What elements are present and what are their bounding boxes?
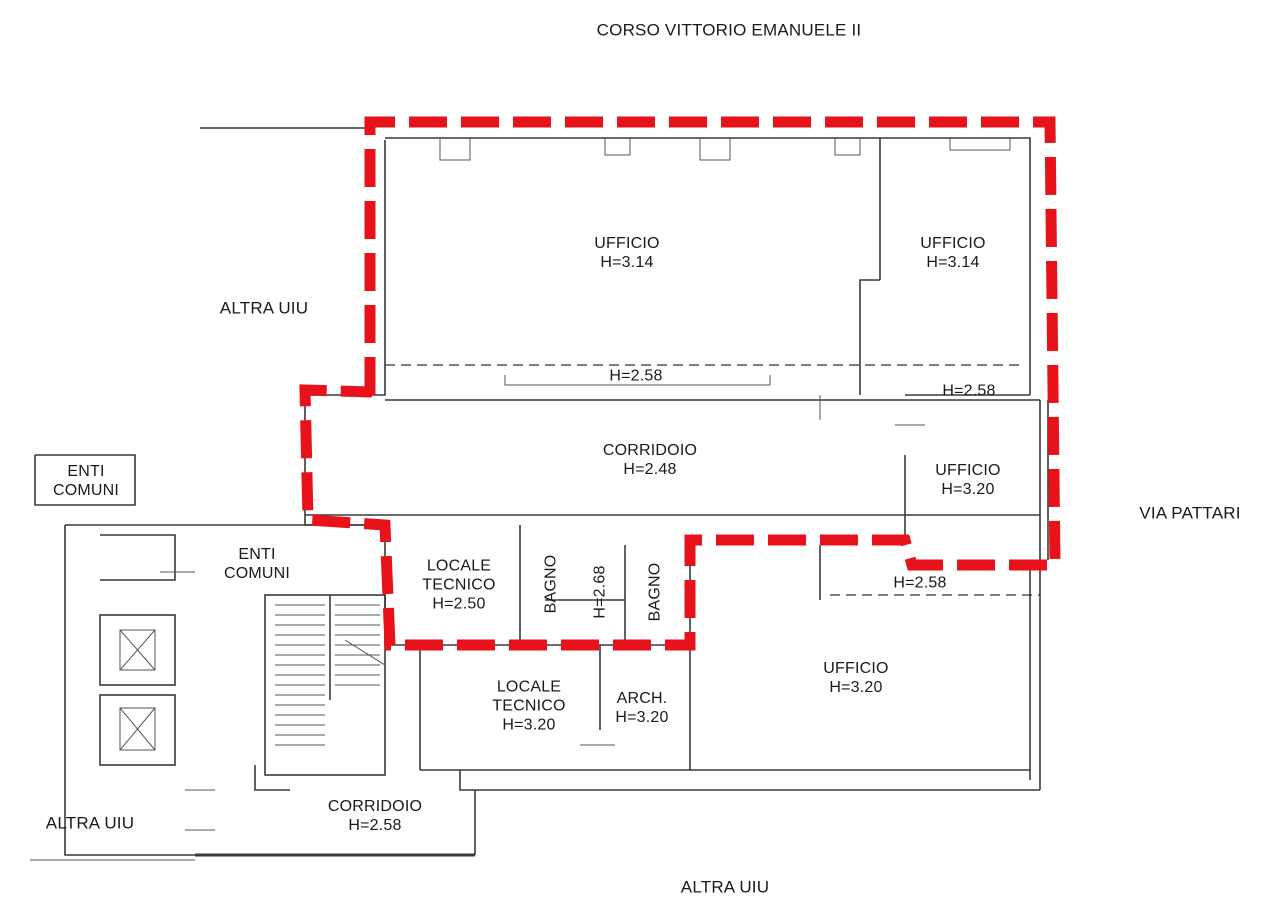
room-name-line1: ENTI — [67, 463, 105, 480]
neighbour-left-lower: ALTRA UIU — [45, 813, 135, 833]
room-height: H=3.20 — [941, 481, 995, 498]
stair-steps — [275, 604, 386, 746]
room-ufficio-4: UFFICIO H=3.20 — [823, 659, 888, 697]
room-height: H=3.14 — [926, 254, 980, 271]
room-bagno-2: BAGNO — [646, 562, 664, 622]
room-height: H=2.58 — [348, 817, 402, 834]
room-name: ARCH. — [616, 690, 668, 707]
room-enti-comuni-2: ENTI COMUNI — [224, 545, 290, 583]
room-locale-tecnico-2: LOCALE TECNICO H=3.20 — [492, 678, 565, 735]
room-name: UFFICIO — [935, 462, 1001, 479]
street-top: CORSO VITTORIO EMANUELE II — [596, 20, 862, 40]
room-name: UFFICIO — [594, 235, 660, 252]
room-name-line2: TECNICO — [422, 576, 496, 594]
room-ufficio-1: UFFICIO H=3.14 — [594, 234, 659, 272]
room-bagno-height: H=2.68 — [591, 565, 609, 619]
room-height: H=2.50 — [432, 595, 486, 613]
room-ufficio-3: UFFICIO H=3.20 — [935, 461, 1000, 499]
room-height: H=2.48 — [623, 461, 677, 478]
height-label-b: H=2.58 — [942, 382, 996, 400]
height-label-c: H=2.58 — [893, 574, 947, 592]
walls-lower — [30, 454, 1041, 861]
room-archivio: ARCH. H=3.20 — [615, 689, 668, 727]
room-height: H=3.20 — [829, 679, 883, 696]
room-name-line1: ENTI — [238, 546, 276, 563]
room-enti-comuni-1: ENTI COMUNI — [53, 462, 119, 500]
room-height: H=3.20 — [615, 709, 669, 726]
room-name: UFFICIO — [920, 235, 986, 252]
neighbour-bottom: ALTRA UIU — [680, 877, 770, 897]
room-name-line1: LOCALE — [496, 678, 562, 696]
room-bagno-1: BAGNO — [542, 554, 560, 614]
unit-boundary — [299, 116, 1061, 651]
street-right: VIA PATTARI — [1139, 503, 1241, 523]
room-corridoio-1: CORRIDOIO H=2.48 — [603, 441, 697, 479]
room-height: H=3.14 — [600, 254, 654, 271]
room-name-line2: COMUNI — [52, 482, 120, 499]
room-corridoio-2: CORRIDOIO H=2.58 — [328, 797, 422, 835]
room-name-line2: COMUNI — [223, 565, 291, 582]
room-name: CORRIDOIO — [602, 442, 698, 459]
room-ufficio-2: UFFICIO H=3.14 — [920, 234, 985, 272]
room-height: H=3.20 — [502, 716, 556, 734]
room-name: UFFICIO — [823, 660, 889, 677]
height-label-a: H=2.58 — [609, 367, 663, 385]
room-locale-tecnico-1: LOCALE TECNICO H=2.50 — [422, 557, 495, 614]
neighbour-left-upper: ALTRA UIU — [219, 298, 309, 318]
room-name-line1: LOCALE — [426, 557, 492, 575]
walls — [200, 127, 1049, 560]
room-name: CORRIDOIO — [327, 798, 423, 815]
height-change-lines — [385, 364, 1040, 596]
room-name-line2: TECNICO — [492, 697, 566, 715]
